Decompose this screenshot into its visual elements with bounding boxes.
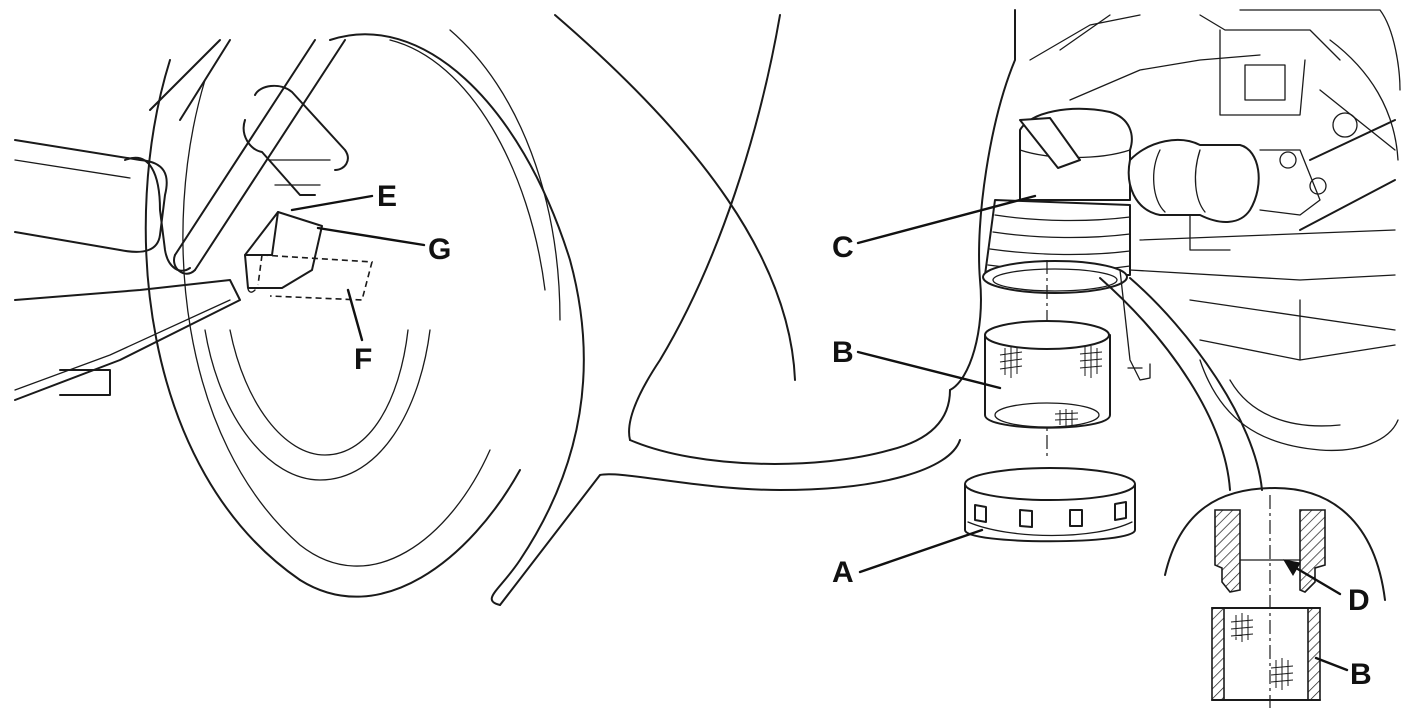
callout-a: A xyxy=(832,556,854,589)
detail-view xyxy=(1099,277,1386,708)
callout-f: F xyxy=(354,343,372,376)
fender-outline xyxy=(499,14,961,606)
callout-c: C xyxy=(832,231,854,264)
leader-lines xyxy=(290,194,1349,672)
leader-d xyxy=(1294,566,1342,596)
callout-labels: E G F C B A D B xyxy=(354,180,1372,691)
engine-filter-housing-illustration xyxy=(949,9,1401,452)
callout-e: E xyxy=(377,180,397,213)
callout-g: G xyxy=(428,233,451,266)
leader-b-detail xyxy=(1314,656,1349,672)
filter-cap-a xyxy=(964,467,1136,543)
leader-a xyxy=(858,528,984,574)
callout-d: D xyxy=(1348,584,1370,617)
left-vehicle-illustration xyxy=(14,29,585,606)
leader-e xyxy=(290,194,374,212)
leader-c xyxy=(856,194,1037,245)
filter-element-b xyxy=(984,320,1111,429)
callout-b-detail: B xyxy=(1350,658,1372,691)
leader-f xyxy=(346,288,364,342)
leader-g xyxy=(316,226,426,247)
callout-b-main: B xyxy=(832,336,854,369)
leader-b-main xyxy=(856,350,1002,390)
arrowhead-d xyxy=(1282,559,1301,576)
